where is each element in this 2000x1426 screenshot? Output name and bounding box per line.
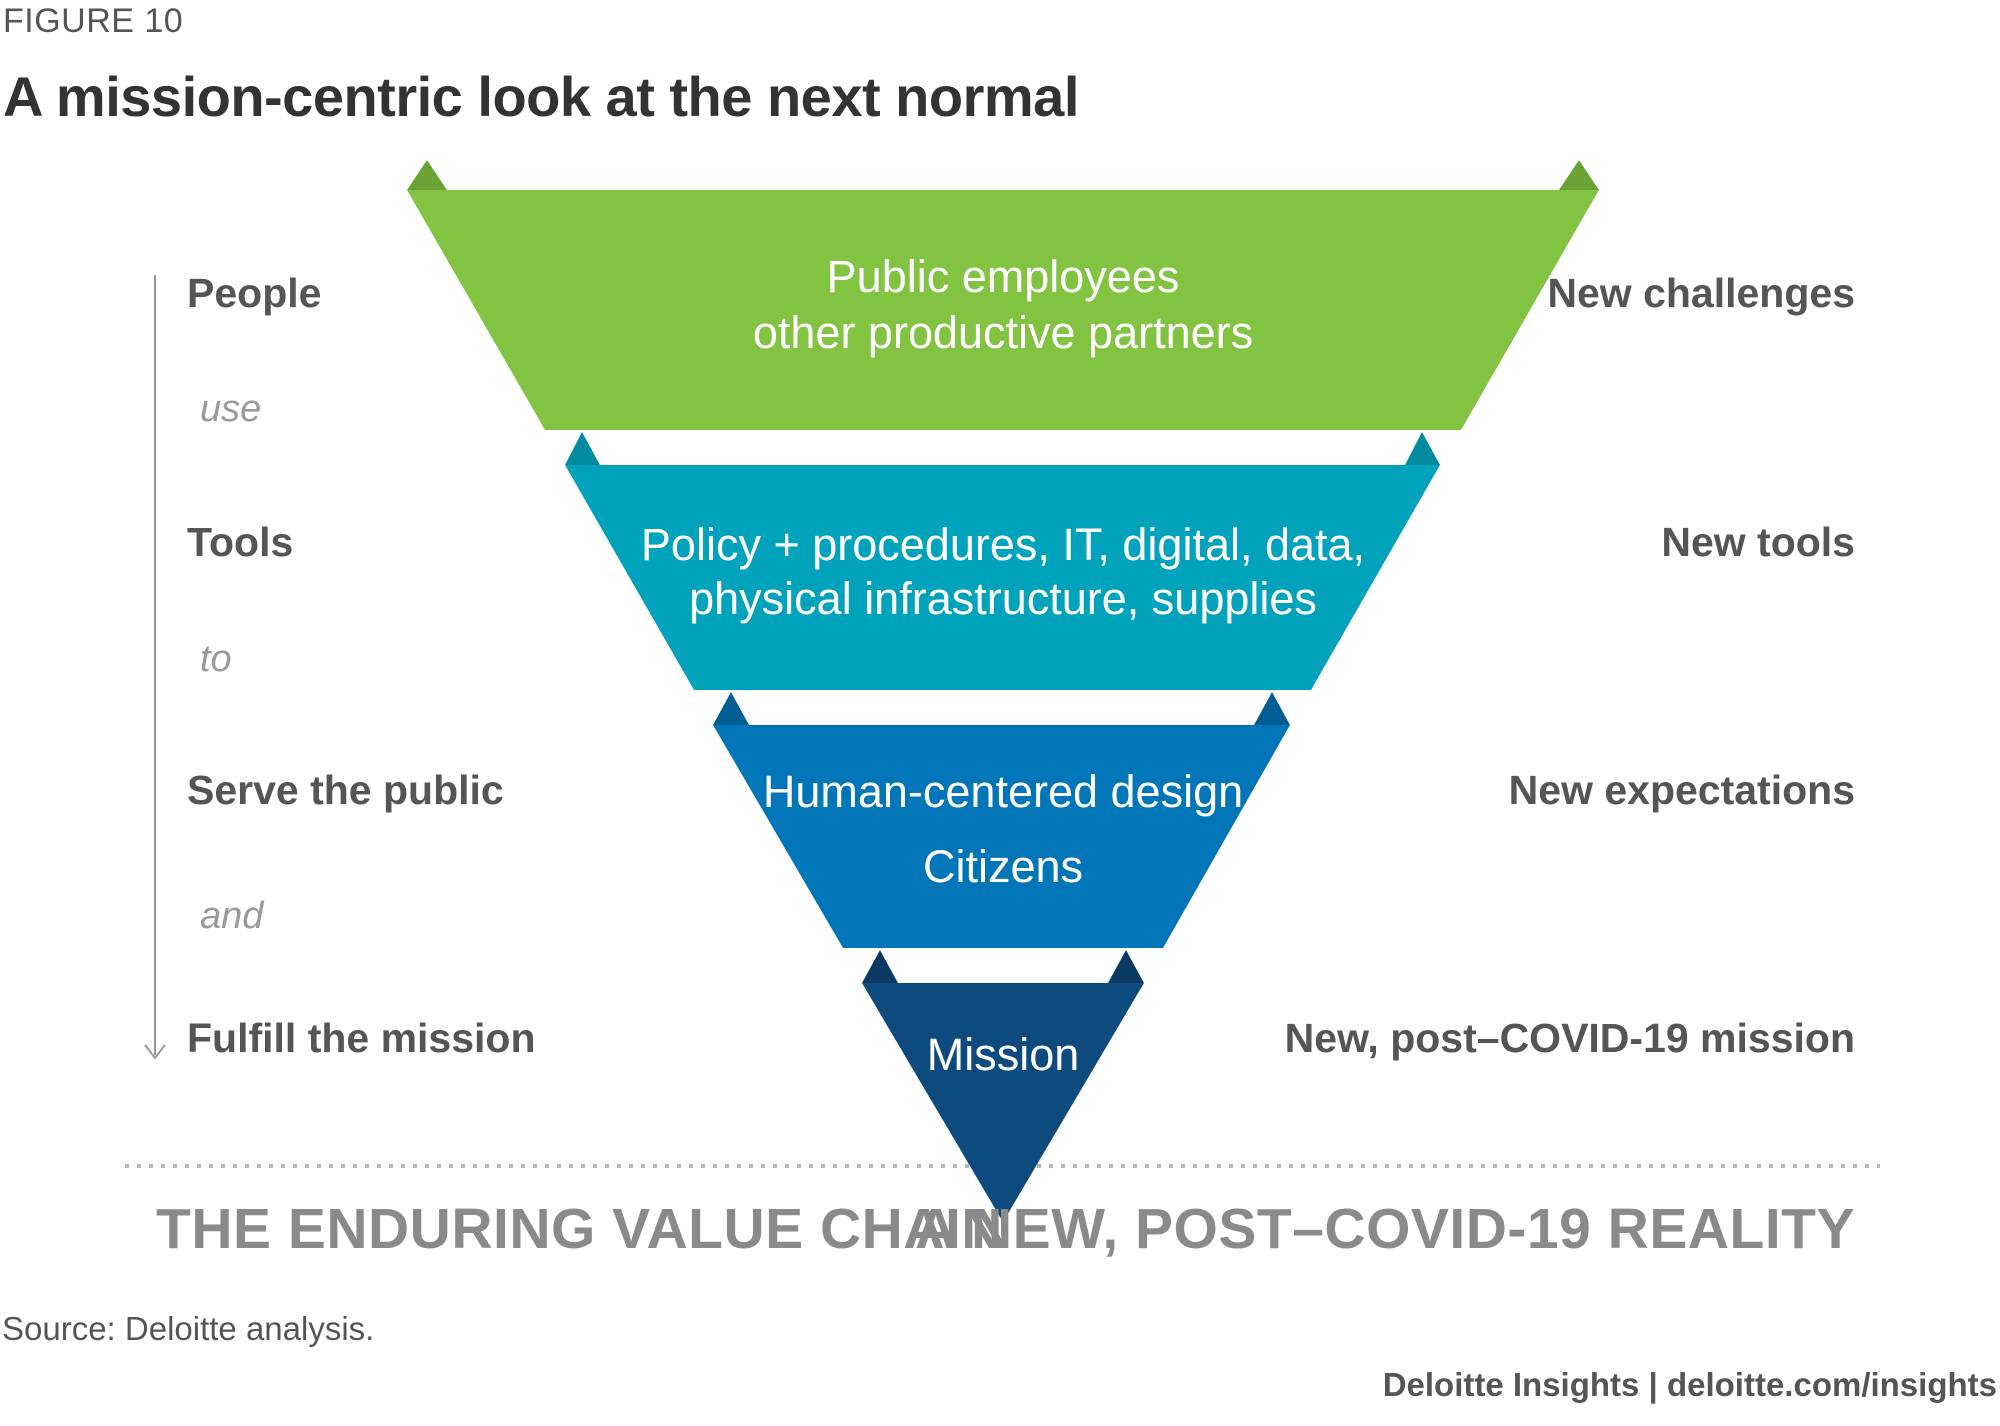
- left-heading: THE ENDURING VALUE CHAIN: [156, 1197, 1003, 1261]
- figure-label: FIGURE 10: [3, 2, 184, 40]
- value-chain-arrow-head: [144, 1044, 166, 1060]
- funnel-level-1-tab-right: [1559, 160, 1599, 190]
- funnel-level-3: Human-centered design Citizens: [713, 692, 1290, 948]
- funnel-level-2-line-2: physical infrastructure, supplies: [689, 573, 1317, 624]
- funnel-level-3-band: [713, 725, 1290, 948]
- left-connector-to: to: [200, 638, 232, 680]
- right-item-new-expectations: New expectations: [1508, 767, 1855, 813]
- funnel-level-4-band: [862, 983, 1144, 1222]
- left-item-people: People: [187, 270, 322, 316]
- funnel-level-4-tab-left: [862, 950, 898, 983]
- funnel-level-1-band: [407, 190, 1599, 430]
- funnel-level-1: Public employees other productive partne…: [407, 160, 1599, 430]
- left-item-serve-the-public: Serve the public: [187, 767, 504, 813]
- funnel-level-2-band: [565, 465, 1440, 690]
- left-connector-and: and: [200, 895, 264, 937]
- brand-footer: Deloitte Insights | deloitte.com/insight…: [1382, 1366, 1997, 1403]
- funnel-level-1-line-2: other productive partners: [753, 307, 1253, 358]
- right-heading: A NEW, POST–COVID-19 REALITY: [915, 1197, 1855, 1261]
- funnel-level-2: Policy + procedures, IT, digital, data, …: [565, 432, 1440, 690]
- right-item-new-tools: New tools: [1661, 519, 1855, 565]
- funnel-level-1-line-1: Public employees: [827, 251, 1180, 302]
- funnel-level-3-tab-right: [1254, 692, 1290, 725]
- funnel-level-4-line-1: Mission: [927, 1029, 1080, 1080]
- funnel-level-2-tab-right: [1405, 432, 1440, 465]
- funnel-level-4-tab-right: [1108, 950, 1144, 983]
- left-item-tools: Tools: [187, 519, 294, 565]
- source-note: Source: Deloitte analysis.: [2, 1310, 375, 1347]
- funnel-level-2-tab-left: [565, 432, 600, 465]
- right-item-new-challenges: New challenges: [1547, 270, 1855, 316]
- funnel-level-2-line-1: Policy + procedures, IT, digital, data,: [641, 519, 1365, 570]
- funnel-level-1-tab-left: [407, 160, 447, 190]
- figure-title: A mission-centric look at the next norma…: [3, 65, 1079, 128]
- left-item-fulfill-the-mission: Fulfill the mission: [187, 1015, 536, 1061]
- funnel-level-4: Mission: [862, 950, 1144, 1222]
- funnel-level-3-line-1: Human-centered design: [763, 766, 1243, 817]
- funnel-level-3-line-2: Citizens: [923, 841, 1083, 892]
- right-item-new-mission: New, post–COVID-19 mission: [1284, 1015, 1855, 1061]
- left-connector-use: use: [200, 388, 262, 430]
- funnel-level-3-tab-left: [713, 692, 749, 725]
